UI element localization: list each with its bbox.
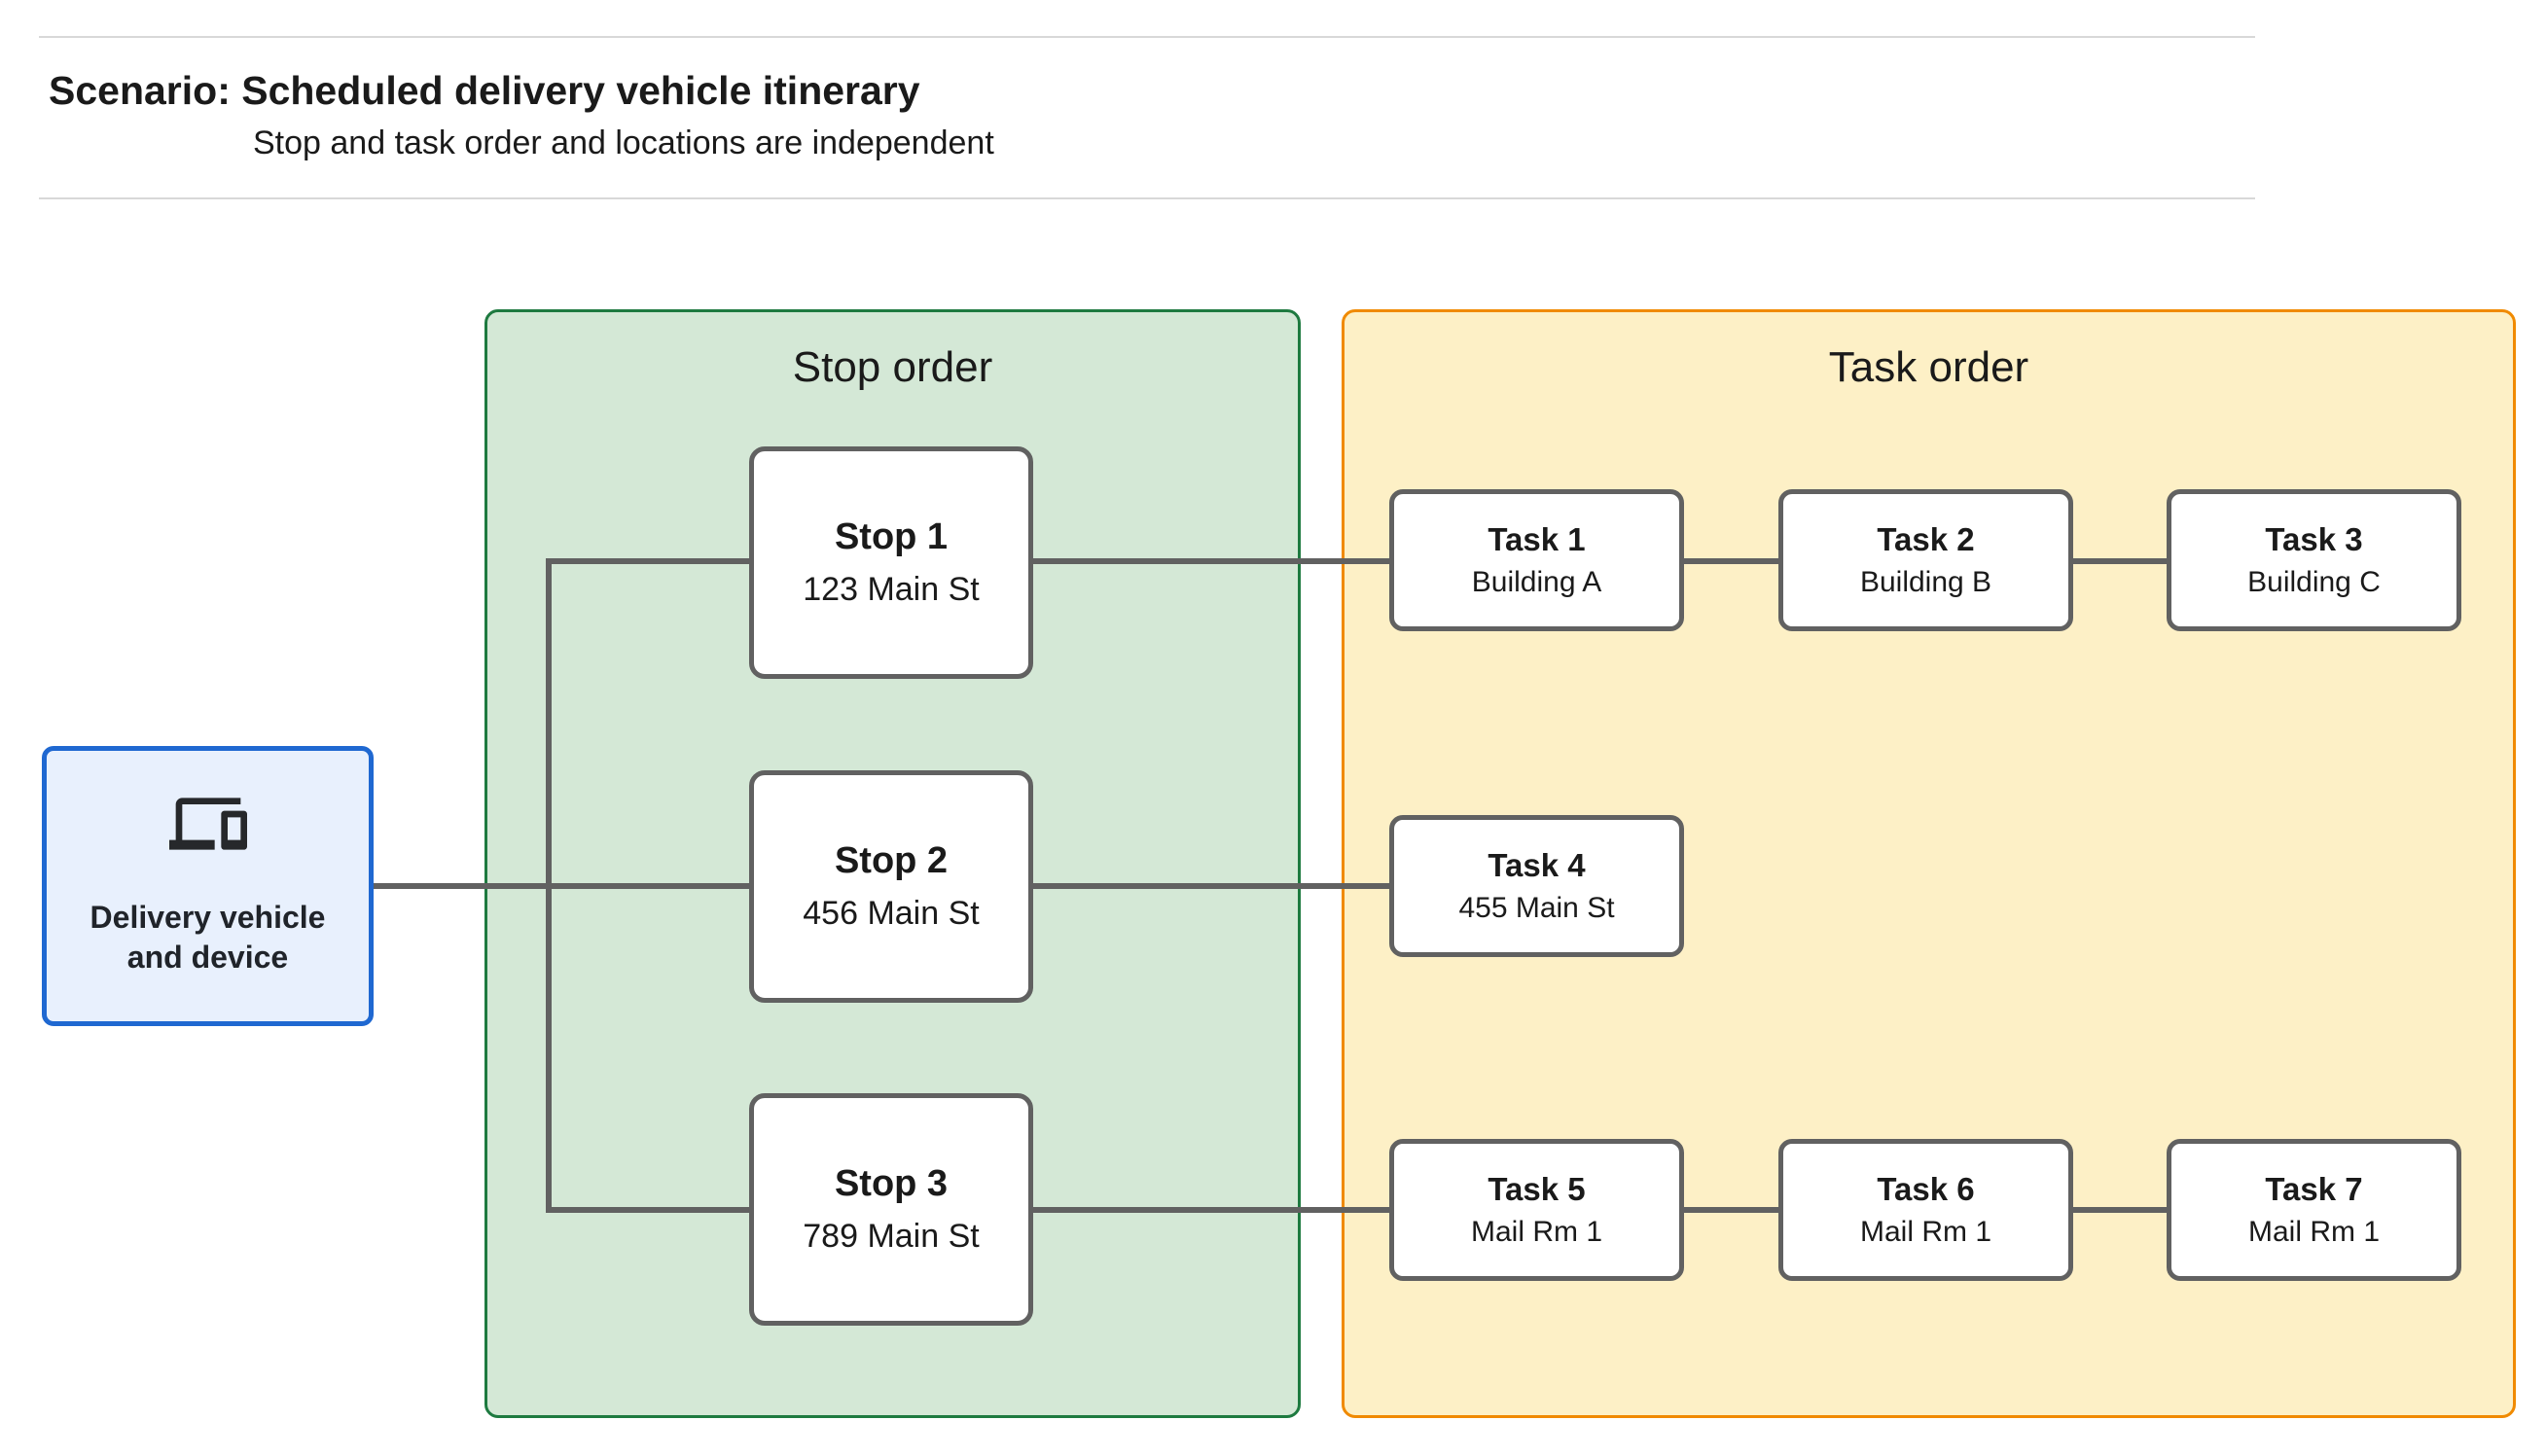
task-7-title: Task 7 xyxy=(2265,1171,2363,1208)
task-7-node: Task 7 Mail Rm 1 xyxy=(2167,1139,2461,1281)
connector-stop2-to-task4 xyxy=(1031,883,1389,889)
task-3-title: Task 3 xyxy=(2265,521,2363,558)
connector-trunk-to-stop3 xyxy=(546,1207,749,1213)
task-5-title: Task 5 xyxy=(1488,1171,1586,1208)
task-1-title: Task 1 xyxy=(1488,521,1586,558)
task-4-node: Task 4 455 Main St xyxy=(1389,815,1684,957)
task-6-node: Task 6 Mail Rm 1 xyxy=(1778,1139,2073,1281)
connector-trunk xyxy=(546,558,552,1213)
stop-3-node: Stop 3 789 Main St xyxy=(749,1093,1033,1326)
connector-task5-to-task6 xyxy=(1681,1207,1780,1213)
stop-1-address: 123 Main St xyxy=(803,570,980,608)
page-subtitle: Stop and task order and locations are in… xyxy=(253,124,994,161)
connector-trunk-to-stop1 xyxy=(546,558,749,564)
stop-3-title: Stop 3 xyxy=(834,1163,949,1205)
task-6-location: Mail Rm 1 xyxy=(1859,1215,1991,1248)
task-7-location: Mail Rm 1 xyxy=(2247,1215,2380,1248)
stop-2-node: Stop 2 456 Main St xyxy=(749,770,1033,1003)
stop-1-node: Stop 1 123 Main St xyxy=(749,446,1033,679)
connector-stop3-to-task5 xyxy=(1031,1207,1389,1213)
stop-1-title: Stop 1 xyxy=(834,516,949,558)
stop-3-address: 789 Main St xyxy=(803,1217,980,1255)
task-2-location: Building B xyxy=(1859,565,1992,598)
task-3-node: Task 3 Building C xyxy=(2167,489,2461,631)
stop-order-label: Stop order xyxy=(792,343,993,391)
connector-task2-to-task3 xyxy=(2071,558,2169,564)
connector-task6-to-task7 xyxy=(2071,1207,2169,1213)
task-5-location: Mail Rm 1 xyxy=(1470,1215,1602,1248)
devices-icon xyxy=(168,795,247,853)
connector-stop1-to-task1 xyxy=(1031,558,1389,564)
task-6-title: Task 6 xyxy=(1877,1171,1975,1208)
stop-2-title: Stop 2 xyxy=(834,840,949,882)
source-label-line1: Delivery vehicle xyxy=(90,900,326,936)
connector-vehicle-to-stop2 xyxy=(374,883,749,889)
task-2-node: Task 2 Building B xyxy=(1778,489,2073,631)
task-2-title: Task 2 xyxy=(1877,521,1975,558)
divider-bottom xyxy=(39,197,2255,199)
task-5-node: Task 5 Mail Rm 1 xyxy=(1389,1139,1684,1281)
task-4-location: 455 Main St xyxy=(1458,891,1615,924)
connector-task1-to-task2 xyxy=(1681,558,1780,564)
task-order-label: Task order xyxy=(1828,343,2029,391)
task-1-node: Task 1 Building A xyxy=(1389,489,1684,631)
divider-top xyxy=(39,36,2255,38)
stop-2-address: 456 Main St xyxy=(803,894,980,932)
task-3-location: Building C xyxy=(2247,565,2381,598)
source-label-line2: and device xyxy=(126,940,289,975)
task-1-location: Building A xyxy=(1471,565,1602,598)
page-title: Scenario: Scheduled delivery vehicle iti… xyxy=(49,68,920,113)
delivery-vehicle-node: Delivery vehicle and device xyxy=(42,746,374,1026)
task-4-title: Task 4 xyxy=(1488,847,1586,884)
